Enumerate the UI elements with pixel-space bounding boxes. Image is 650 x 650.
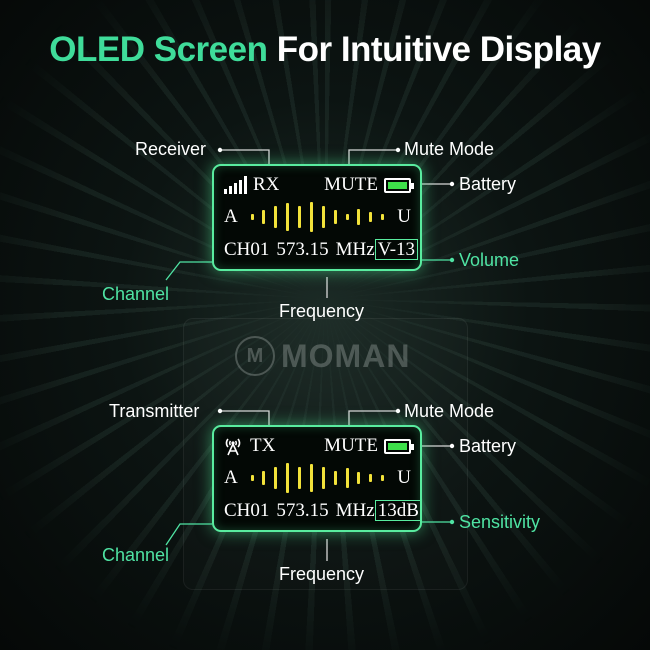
headline-rest: For Intuitive Display bbox=[276, 30, 602, 69]
tx-sensitivity-value: 13dB bbox=[374, 500, 422, 521]
tx-frequency-value: 573.15 bbox=[276, 499, 329, 521]
receiver-label: Receiver bbox=[135, 139, 207, 159]
tx-left-char: A bbox=[224, 467, 238, 488]
brand-watermark: M MOMAN bbox=[235, 334, 410, 378]
rx-device-code: RX bbox=[253, 174, 280, 195]
brand-logo-icon: M bbox=[235, 336, 275, 376]
audio-level-meter bbox=[242, 463, 394, 493]
tx-battery-label: Battery bbox=[459, 436, 517, 456]
signal-bars-icon bbox=[224, 176, 247, 194]
rx-channel-value: CH01 bbox=[224, 238, 270, 260]
headline-highlight: OLED Screen bbox=[49, 30, 268, 69]
rx-volume-value: V-13 bbox=[374, 239, 419, 260]
transmitter-oled-screen: TX MUTE A U CH01 573.15 MHz 13dB bbox=[212, 425, 422, 532]
audio-level-meter bbox=[242, 202, 394, 232]
battery-icon bbox=[384, 438, 414, 454]
tx-frequency-label: Frequency bbox=[279, 564, 365, 584]
rx-mute-mode-label: Mute Mode bbox=[404, 139, 495, 159]
tx-frequency-unit: MHz bbox=[335, 499, 375, 521]
tx-right-char: U bbox=[397, 467, 411, 488]
device-outline bbox=[183, 318, 468, 590]
rx-battery-label: Battery bbox=[459, 174, 517, 194]
receiver-oled-screen: RX MUTE A U CH01 573.15 MHz V-13 bbox=[212, 164, 422, 271]
brand-watermark-text: MOMAN bbox=[281, 337, 411, 374]
tx-channel-label: Channel bbox=[102, 545, 170, 565]
rx-mute-text: MUTE bbox=[324, 174, 378, 195]
battery-icon bbox=[384, 177, 414, 193]
headline: OLED Screen For Intuitive Display bbox=[0, 30, 650, 70]
rx-right-char: U bbox=[397, 206, 411, 227]
rx-channel-label: Channel bbox=[102, 284, 170, 304]
tx-sensitivity-label: Sensitivity bbox=[459, 512, 541, 532]
transmitter-label: Transmitter bbox=[109, 401, 200, 421]
rx-frequency-value: 573.15 bbox=[276, 238, 329, 260]
antenna-tower-icon bbox=[225, 438, 241, 456]
rx-left-char: A bbox=[224, 206, 238, 227]
rx-frequency-unit: MHz bbox=[335, 238, 375, 260]
tx-mute-mode-label: Mute Mode bbox=[404, 401, 495, 421]
tx-mute-text: MUTE bbox=[324, 435, 378, 456]
rx-volume-label: Volume bbox=[459, 250, 520, 270]
tx-channel-value: CH01 bbox=[224, 499, 270, 521]
rx-frequency-label: Frequency bbox=[279, 301, 365, 321]
tx-device-code: TX bbox=[250, 435, 276, 456]
